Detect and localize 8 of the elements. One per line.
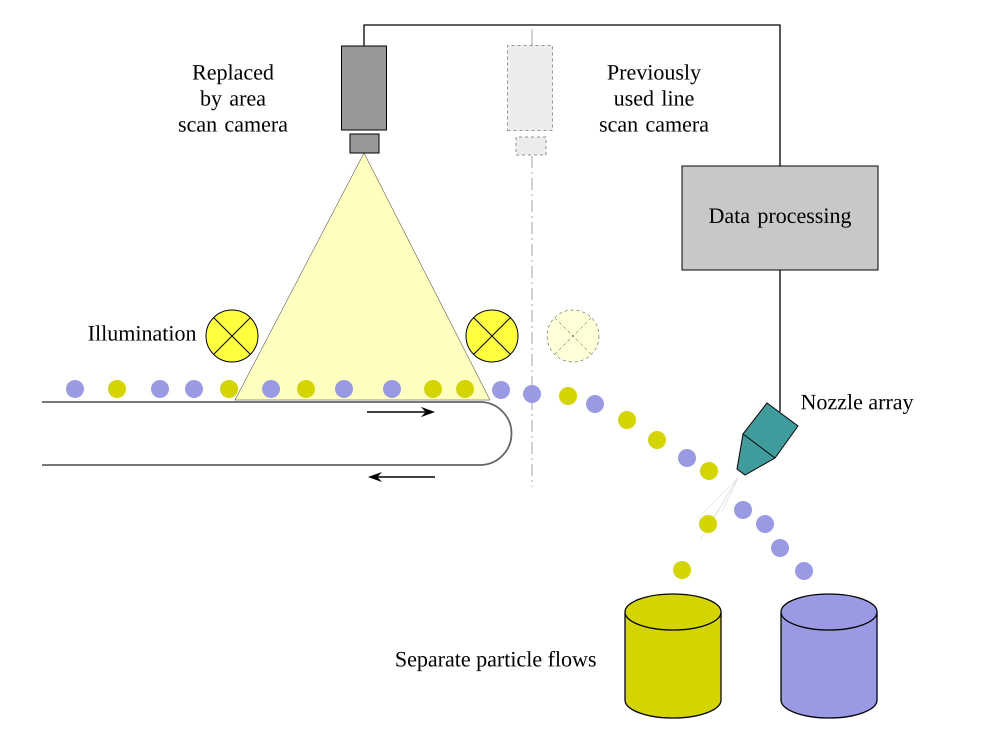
text-label: Illumination (88, 325, 196, 341)
text-label: Separate particle flows (396, 650, 596, 672)
camera-label: Replaced by area scan camera (178, 64, 288, 132)
nozzle-label: Nozzle array (801, 394, 914, 414)
camera-label: Previously used line scan camera (600, 64, 709, 132)
connector-line (779, 270, 781, 412)
connector-line (363, 24, 781, 166)
process-box: Data processing (682, 166, 879, 270)
